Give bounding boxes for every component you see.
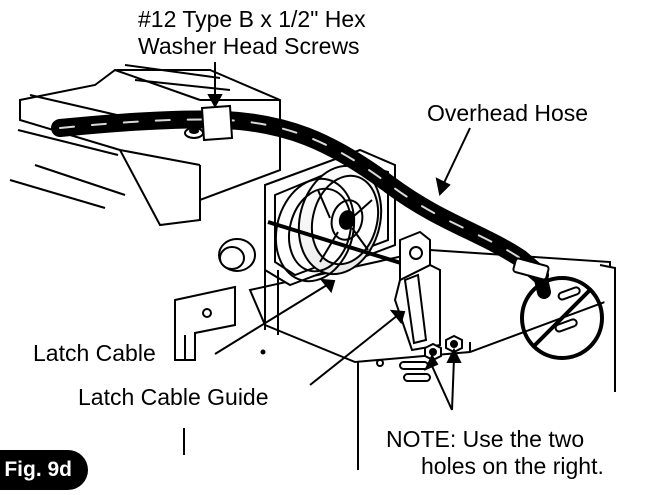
- prohibition-icon: [520, 276, 604, 360]
- hose-clamp: [184, 104, 234, 142]
- hose-end-clamp: [512, 257, 550, 281]
- latch-cable-guide-callout: Latch Cable Guide: [78, 384, 269, 410]
- note-callout: NOTE: Use the two holes on the right.: [386, 426, 604, 480]
- overhead-beam: [9, 64, 281, 227]
- hex-nuts: [424, 334, 463, 362]
- side-knob: [218, 238, 256, 272]
- note-callout-line-2: holes on the right.: [421, 453, 604, 479]
- note-callout-line-1: NOTE: Use the two: [386, 426, 585, 452]
- latch-cable-guide: [393, 230, 441, 352]
- screws-callout-line-1: #12 Type B x 1/2" Hex: [138, 6, 366, 32]
- figure-badge: Fig. 9d: [0, 450, 88, 490]
- screws-callout-line-2: Washer Head Screws: [138, 33, 360, 59]
- leader-lines: [183, 62, 471, 455]
- overhead-hose-callout: Overhead Hose: [427, 100, 589, 126]
- latch-cable-callout: Latch Cable: [33, 340, 156, 366]
- screws-callout: #12 Type B x 1/2" Hex Washer Head Screws: [138, 6, 366, 60]
